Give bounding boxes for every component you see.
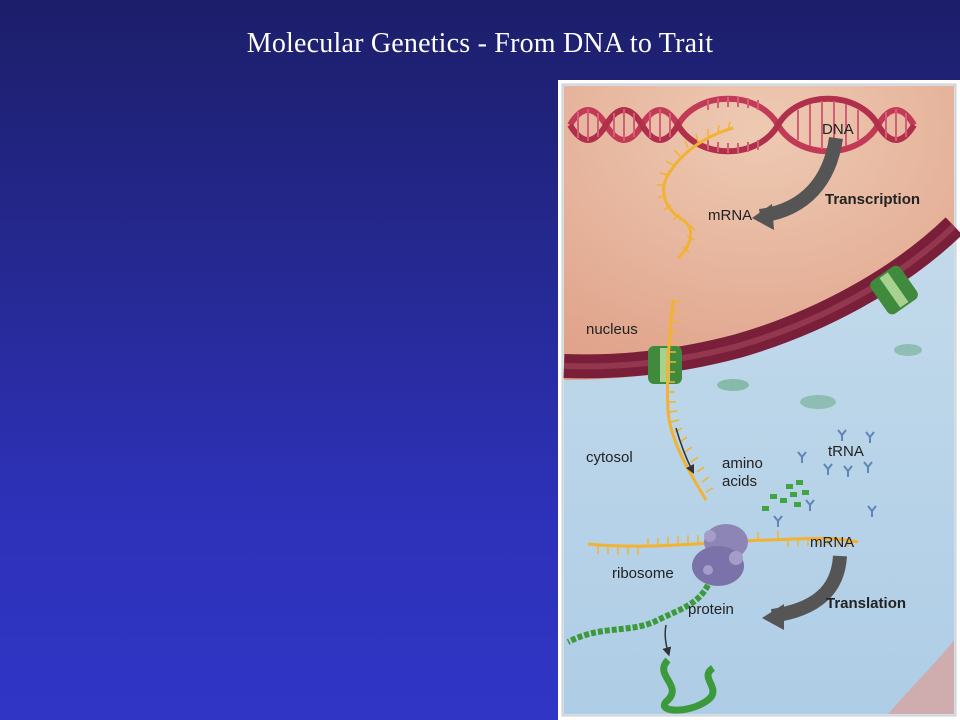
cell-membrane-corner bbox=[888, 640, 954, 714]
gene-expression-figure: DNA Transcription mRNA nucleus cytosol t… bbox=[558, 80, 960, 720]
label-amino-line2: acids bbox=[722, 473, 758, 490]
mrna-transcript-nucleus bbox=[657, 121, 734, 260]
transcription-arrow bbox=[758, 136, 843, 223]
label-protein: protein bbox=[688, 601, 734, 618]
vesicle bbox=[800, 395, 836, 409]
label-dna: DNA bbox=[822, 121, 854, 138]
label-ribosome: ribosome bbox=[612, 565, 674, 582]
vesicle bbox=[894, 344, 922, 356]
label-nucleus: nucleus bbox=[586, 321, 638, 338]
nuclear-pore-right bbox=[870, 265, 918, 315]
label-trna: tRNA bbox=[828, 443, 864, 460]
amino-acid-blocks bbox=[762, 480, 809, 511]
label-mrna-top: mRNA bbox=[708, 207, 753, 224]
folding-arrow bbox=[662, 624, 672, 657]
translation-arrow-head bbox=[762, 604, 784, 630]
label-mrna-bottom: mRNA bbox=[810, 534, 855, 551]
slide-title: Molecular Genetics - From DNA to Trait bbox=[246, 28, 714, 59]
nuclear-pore-left bbox=[648, 346, 682, 384]
protein-chain bbox=[566, 583, 717, 714]
label-cytosol: cytosol bbox=[586, 449, 633, 466]
diagram-canvas bbox=[561, 83, 960, 717]
trna-molecules bbox=[773, 429, 877, 527]
ribosome bbox=[692, 524, 748, 586]
vesicle bbox=[717, 379, 749, 391]
transcription-arrow-head bbox=[752, 204, 774, 230]
mrna-translation bbox=[587, 531, 859, 555]
translation-arrow bbox=[770, 555, 847, 623]
label-amino-line1: amino bbox=[722, 455, 763, 472]
export-arrow bbox=[675, 427, 695, 475]
label-translation: Translation bbox=[826, 595, 907, 612]
label-transcription: Transcription bbox=[825, 191, 921, 208]
